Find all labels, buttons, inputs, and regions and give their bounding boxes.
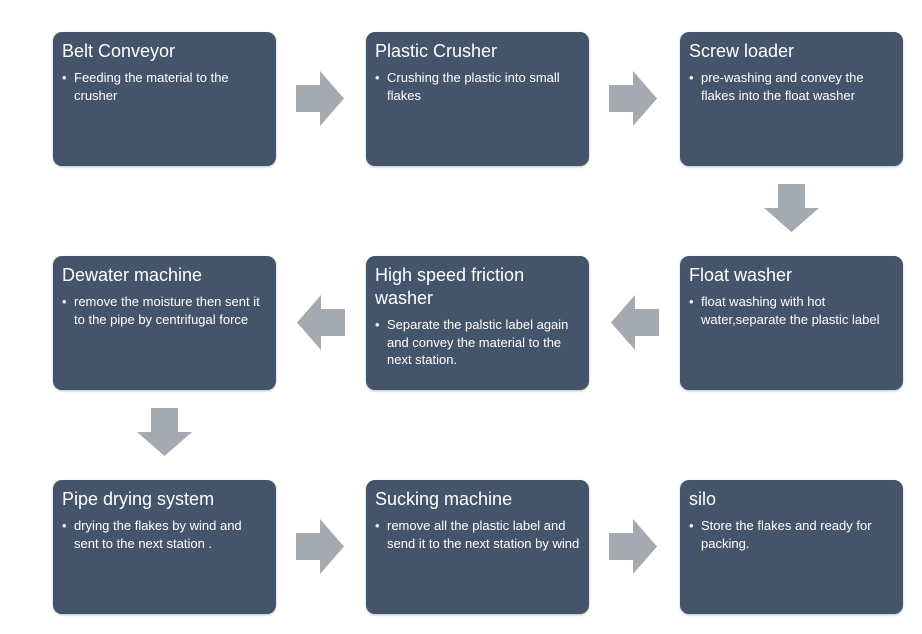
step-description-text: pre-washing and convey the flakes into t… xyxy=(701,70,864,103)
step-description: • Crushing the plastic into small flakes xyxy=(375,69,581,104)
step-description: • float washing with hot water,separate … xyxy=(689,293,895,328)
step-box-belt-conveyor: Belt Conveyor • Feeding the material to … xyxy=(53,32,276,166)
step-description-text: remove the moisture then sent it to the … xyxy=(74,294,260,327)
bullet-icon: • xyxy=(689,70,694,85)
step-description: • Store the flakes and ready for packing… xyxy=(689,517,895,552)
step-description: • remove all the plastic label and send … xyxy=(375,517,581,552)
step-box-high-speed-friction-washer: High speed friction washer • Separate th… xyxy=(366,256,589,390)
step-box-silo: silo • Store the flakes and ready for pa… xyxy=(680,480,903,614)
bullet-icon: • xyxy=(62,70,67,85)
arrow-right-icon xyxy=(296,519,344,574)
bullet-icon: • xyxy=(689,518,694,533)
step-description: • Separate the palstic label again and c… xyxy=(375,316,581,369)
arrow-right-icon xyxy=(296,71,344,126)
step-description-list: • remove all the plastic label and send … xyxy=(375,517,581,552)
step-box-sucking-machine: Sucking machine • remove all the plastic… xyxy=(366,480,589,614)
bullet-icon: • xyxy=(375,317,380,332)
step-box-plastic-crusher: Plastic Crusher • Crushing the plastic i… xyxy=(366,32,589,166)
step-box-float-washer: Float washer • float washing with hot wa… xyxy=(680,256,903,390)
bullet-icon: • xyxy=(689,294,694,309)
step-title: silo xyxy=(689,489,717,509)
arrow-right-icon xyxy=(609,519,657,574)
bullet-icon: • xyxy=(375,70,380,85)
step-description: • drying the flakes by wind and sent to … xyxy=(62,517,268,552)
step-description-list: • float washing with hot water,separate … xyxy=(689,293,895,328)
step-title: High speed friction washer xyxy=(375,265,525,308)
step-title: Plastic Crusher xyxy=(375,41,498,61)
arrow-down-icon xyxy=(137,408,192,456)
arrow-right-icon xyxy=(609,71,657,126)
step-description: • remove the moisture then sent it to th… xyxy=(62,293,268,328)
arrow-left-icon xyxy=(297,295,345,350)
step-box-pipe-drying-system: Pipe drying system • drying the flakes b… xyxy=(53,480,276,614)
step-description-text: Store the flakes and ready for packing. xyxy=(701,518,872,551)
arrow-left-icon xyxy=(611,295,659,350)
step-description-list: • Separate the palstic label again and c… xyxy=(375,316,581,369)
step-description-text: float washing with hot water,separate th… xyxy=(701,294,880,327)
step-title: Float washer xyxy=(689,265,793,285)
bullet-icon: • xyxy=(62,518,67,533)
step-description: • pre-washing and convey the flakes into… xyxy=(689,69,895,104)
step-description-text: Separate the palstic label again and con… xyxy=(387,317,569,367)
step-description-text: remove all the plastic label and send it… xyxy=(387,518,580,551)
step-title: Sucking machine xyxy=(375,489,513,509)
bullet-icon: • xyxy=(62,294,67,309)
step-description: • Feeding the material to the crusher xyxy=(62,69,268,104)
bullet-icon: • xyxy=(375,518,380,533)
step-description-list: • Feeding the material to the crusher xyxy=(62,69,268,104)
arrow-down-icon xyxy=(764,184,819,232)
step-description-list: • pre-washing and convey the flakes into… xyxy=(689,69,895,104)
step-box-dewater-machine: Dewater machine • remove the moisture th… xyxy=(53,256,276,390)
step-description-list: • remove the moisture then sent it to th… xyxy=(62,293,268,328)
step-title: Pipe drying system xyxy=(62,489,215,509)
step-description-list: • drying the flakes by wind and sent to … xyxy=(62,517,268,552)
step-description-list: • Store the flakes and ready for packing… xyxy=(689,517,895,552)
step-description-text: drying the flakes by wind and sent to th… xyxy=(74,518,242,551)
step-title: Screw loader xyxy=(689,41,795,61)
step-box-screw-loader: Screw loader • pre-washing and convey th… xyxy=(680,32,903,166)
step-description-text: Crushing the plastic into small flakes xyxy=(387,70,560,103)
step-title: Dewater machine xyxy=(62,265,203,285)
step-description-text: Feeding the material to the crusher xyxy=(74,70,229,103)
step-description-list: • Crushing the plastic into small flakes xyxy=(375,69,581,104)
step-title: Belt Conveyor xyxy=(62,41,176,61)
